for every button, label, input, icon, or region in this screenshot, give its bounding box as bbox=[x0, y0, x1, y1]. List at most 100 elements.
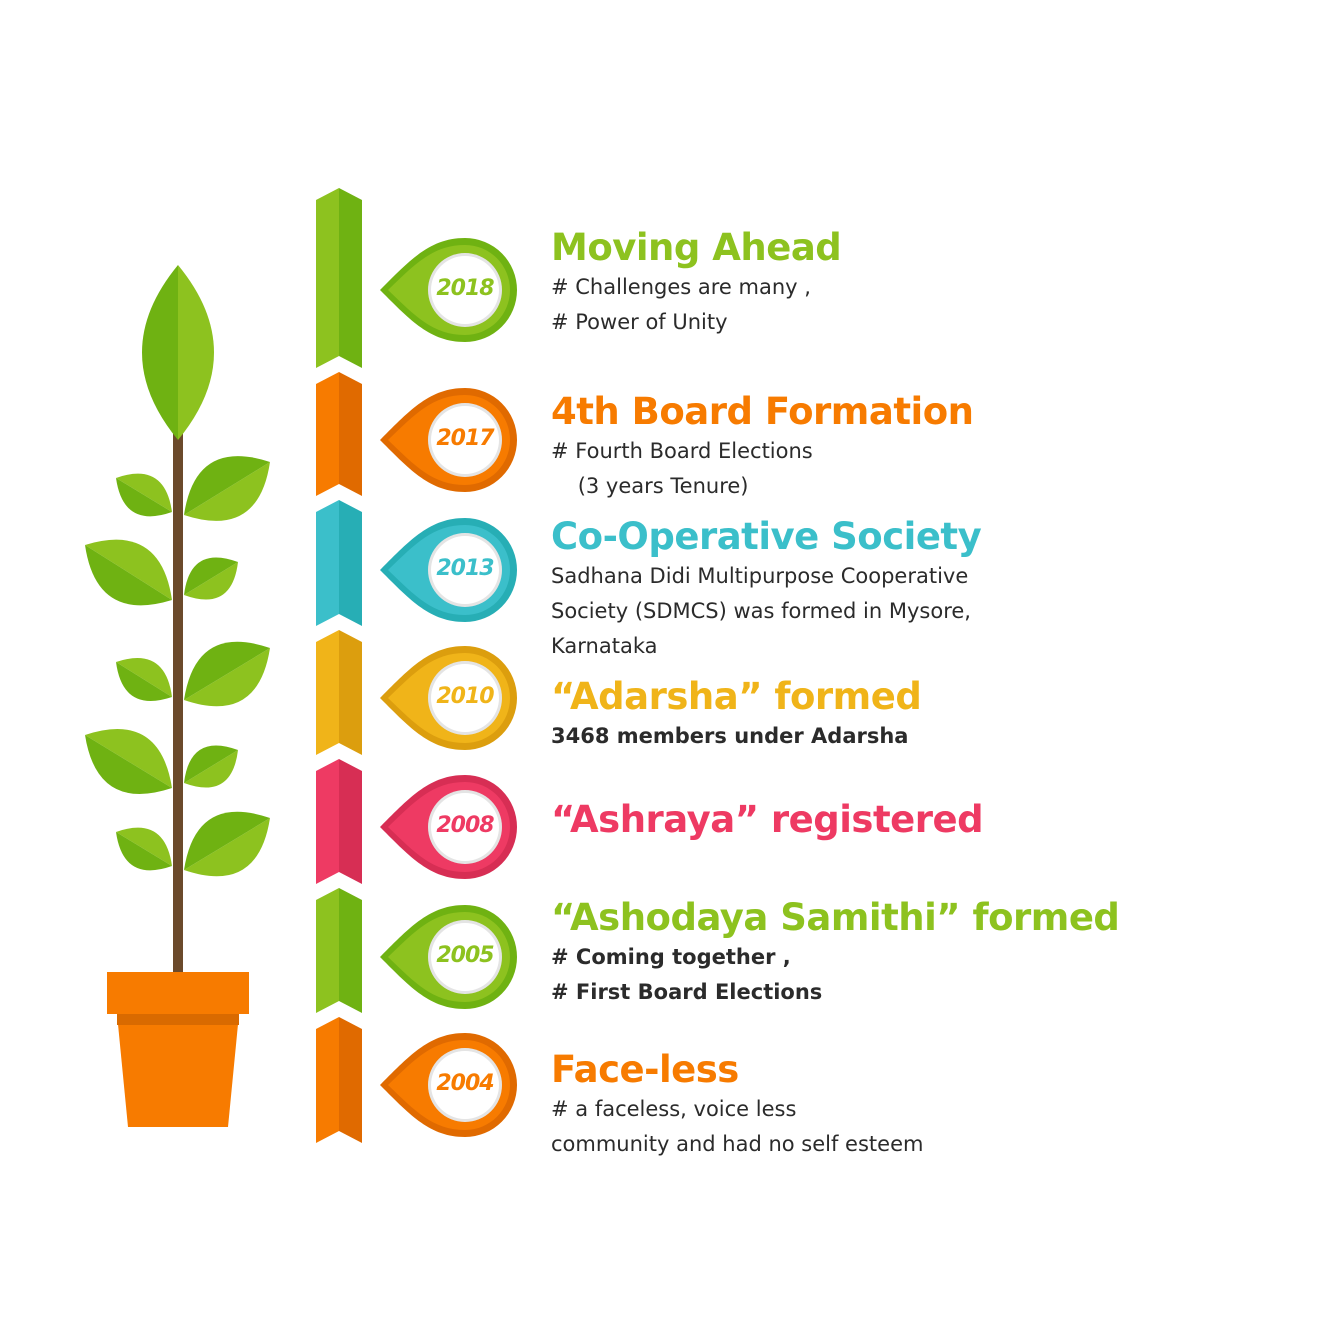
year-marker-2005 bbox=[380, 905, 517, 1009]
entry-description: # Challenges are many , bbox=[551, 275, 811, 299]
timeline-entry-2005: “Ashodaya Samithi” formed # Coming togeth… bbox=[551, 896, 1120, 1010]
pot-band bbox=[117, 1014, 239, 1025]
leaf-half-light bbox=[116, 658, 172, 697]
year-marker-2008 bbox=[380, 775, 517, 879]
ribbon-segment-2017 bbox=[316, 372, 362, 496]
year-marker-2017 bbox=[380, 388, 517, 492]
entry-title: “Adarsha” formed bbox=[551, 675, 922, 718]
leaf-icon bbox=[116, 473, 172, 517]
ribbon-segment-2004 bbox=[316, 1017, 362, 1143]
pot-body bbox=[117, 1014, 239, 1127]
leaf-half-light bbox=[116, 827, 172, 866]
ribbon-right bbox=[339, 188, 362, 368]
leaf-half-light bbox=[85, 729, 172, 788]
entry-title: “Ashodaya Samithi” formed bbox=[551, 896, 1120, 939]
leaf-icon bbox=[85, 729, 172, 794]
year-label: 2010 bbox=[436, 684, 494, 709]
timeline-entry-2010: “Adarsha” formed 3468 members under Adars… bbox=[551, 675, 922, 754]
leaf-icon bbox=[142, 265, 214, 440]
leaf-icon bbox=[184, 745, 238, 788]
year-label: 2008 bbox=[436, 813, 494, 838]
leaf-half-light bbox=[178, 265, 214, 440]
entry-title: Moving Ahead bbox=[551, 226, 842, 269]
leaf-icon bbox=[116, 827, 172, 871]
year-label: 2004 bbox=[436, 1071, 494, 1096]
ribbon-left bbox=[316, 500, 339, 626]
entry-description: # Power of Unity bbox=[551, 310, 728, 334]
entry-title: Co-Operative Society bbox=[551, 515, 982, 558]
leaf-icon bbox=[184, 456, 270, 521]
ribbon-segment-2008 bbox=[316, 759, 362, 884]
year-marker-2018 bbox=[380, 238, 517, 342]
leaf-half-light bbox=[184, 462, 270, 521]
ribbon-left bbox=[316, 630, 339, 755]
ribbon-right bbox=[339, 1017, 362, 1143]
leaf-half-dark bbox=[184, 811, 270, 870]
leaf-icon bbox=[184, 641, 270, 707]
leaf-half-light bbox=[184, 648, 270, 707]
marker-circle bbox=[431, 1051, 499, 1119]
leaf-icon bbox=[184, 811, 270, 877]
leaf-half-dark bbox=[116, 832, 172, 871]
ribbon-segment-2013 bbox=[316, 500, 362, 626]
entry-description: # First Board Elections bbox=[551, 980, 823, 1004]
entry-description: community and had no self esteem bbox=[551, 1132, 924, 1156]
entry-description: Karnataka bbox=[551, 634, 658, 658]
ribbon-segment-2018 bbox=[316, 188, 362, 368]
plant-stem bbox=[173, 425, 183, 975]
leaf-half-dark bbox=[142, 265, 178, 440]
year-label: 2013 bbox=[436, 556, 494, 581]
ribbon-left bbox=[316, 1017, 339, 1143]
timeline-entry-2018: Moving Ahead # Challenges are many , # Pow… bbox=[551, 226, 842, 340]
ribbon-left bbox=[316, 888, 339, 1013]
ribbon-right bbox=[339, 372, 362, 496]
ribbon-segment-2010 bbox=[316, 630, 362, 755]
leaf-half-light bbox=[85, 539, 172, 600]
entry-description: # a faceless, voice less bbox=[551, 1097, 797, 1121]
marker-circle bbox=[431, 923, 499, 991]
entry-title: 4th Board Formation bbox=[551, 390, 974, 433]
entry-description: 3468 members under Adarsha bbox=[551, 724, 909, 748]
timeline-entry-2017: 4th Board Formation # Fourth Board Electi… bbox=[551, 390, 974, 504]
marker-circle bbox=[431, 664, 499, 732]
entry-description: Sadhana Didi Multipurpose Cooperative bbox=[551, 564, 969, 588]
year-marker-2004 bbox=[380, 1033, 517, 1137]
marker-circle bbox=[431, 256, 499, 324]
ribbon-right bbox=[339, 500, 362, 626]
leaf-half-light bbox=[184, 562, 238, 600]
marker-circle bbox=[431, 536, 499, 604]
ribbon-right bbox=[339, 630, 362, 755]
leaf-half-dark bbox=[116, 478, 172, 517]
leaf-half-dark bbox=[184, 456, 270, 515]
entry-description: Society (SDMCS) was formed in Mysore, bbox=[551, 599, 971, 623]
ribbon-right bbox=[339, 759, 362, 884]
entry-title: “Ashraya” registered bbox=[551, 798, 984, 841]
leaf-half-dark bbox=[116, 662, 172, 701]
ribbon-segment-2005 bbox=[316, 888, 362, 1013]
leaf-half-light bbox=[184, 818, 270, 877]
leaf-icon bbox=[116, 658, 172, 701]
ribbon-left bbox=[316, 759, 339, 884]
ribbon-left bbox=[316, 372, 339, 496]
ribbon-left bbox=[316, 188, 339, 368]
pot-rim bbox=[107, 972, 249, 1014]
leaf-half-dark bbox=[184, 745, 238, 783]
leaf-half-dark bbox=[184, 641, 270, 700]
entry-description: # Coming together , bbox=[551, 945, 791, 969]
leaf-icon bbox=[184, 557, 238, 600]
leaf-half-light bbox=[116, 473, 172, 512]
year-marker-2010 bbox=[380, 646, 517, 750]
year-label: 2018 bbox=[436, 276, 494, 301]
marker-circle bbox=[431, 406, 499, 474]
entry-description: (3 years Tenure) bbox=[551, 474, 749, 498]
year-label: 2017 bbox=[436, 426, 494, 451]
entry-title: Face-less bbox=[551, 1048, 739, 1091]
marker-circle bbox=[431, 793, 499, 861]
ribbon-right bbox=[339, 888, 362, 1013]
leaf-half-dark bbox=[85, 735, 172, 794]
year-label: 2005 bbox=[436, 943, 494, 968]
entry-description: # Fourth Board Elections bbox=[551, 439, 813, 463]
leaf-icon bbox=[85, 539, 172, 606]
